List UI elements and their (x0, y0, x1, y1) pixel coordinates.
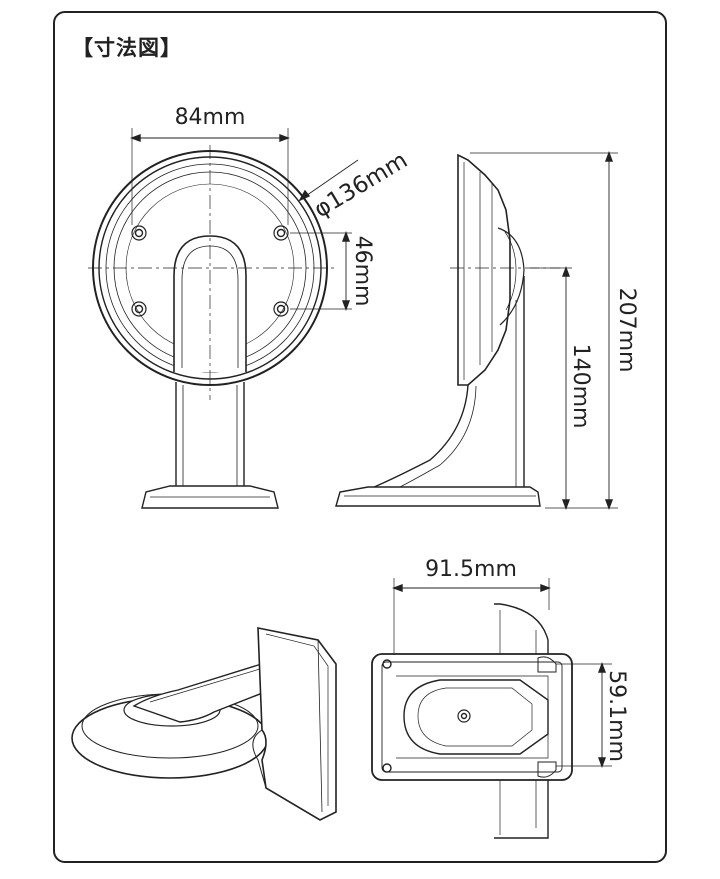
dim-base-hole-spacing: 59.1mm (604, 670, 629, 762)
top-view (371, 578, 612, 839)
perspective-view (71, 627, 337, 821)
dim-total-height: 207mm (614, 288, 639, 373)
diagram-frame (53, 11, 667, 863)
dim-diameter: φ136mm (310, 147, 412, 223)
front-view (88, 128, 359, 509)
side-view (335, 151, 618, 510)
dim-width-front: 84mm (175, 105, 246, 130)
page-title: 【寸法図】 (72, 36, 182, 60)
dim-base-width: 91.5mm (425, 557, 517, 582)
dim-arm-height: 140mm (568, 344, 593, 429)
dim-hole-spacing-vertical: 46mm (350, 236, 375, 307)
